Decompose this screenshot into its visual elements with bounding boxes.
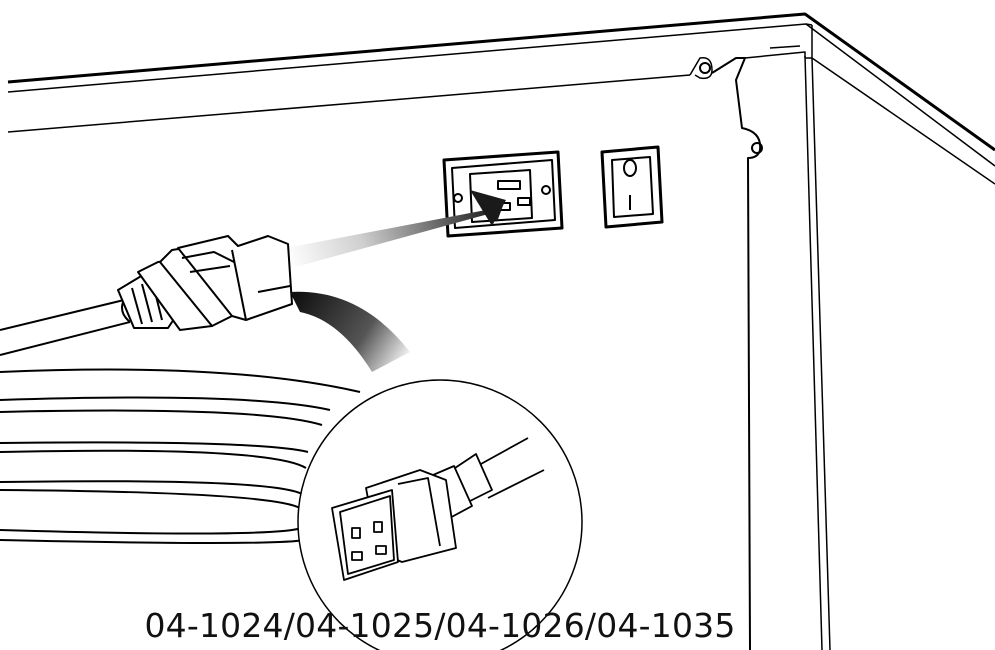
insert-arrow	[286, 195, 505, 268]
arrow-head	[470, 190, 506, 226]
iec-c19-plug-icon	[117, 235, 293, 331]
power-cord	[0, 299, 131, 356]
callout-sweep	[290, 291, 410, 372]
coiled-cable	[0, 368, 361, 544]
cabinet-outline	[7, 12, 995, 650]
rocker-switch-icon	[600, 145, 664, 229]
iec-c20-inlet-icon	[442, 150, 564, 238]
c19-connector-detail-icon	[331, 437, 545, 581]
part-numbers-caption: 04-1024/04-1025/04-1026/04-1035	[144, 606, 736, 645]
